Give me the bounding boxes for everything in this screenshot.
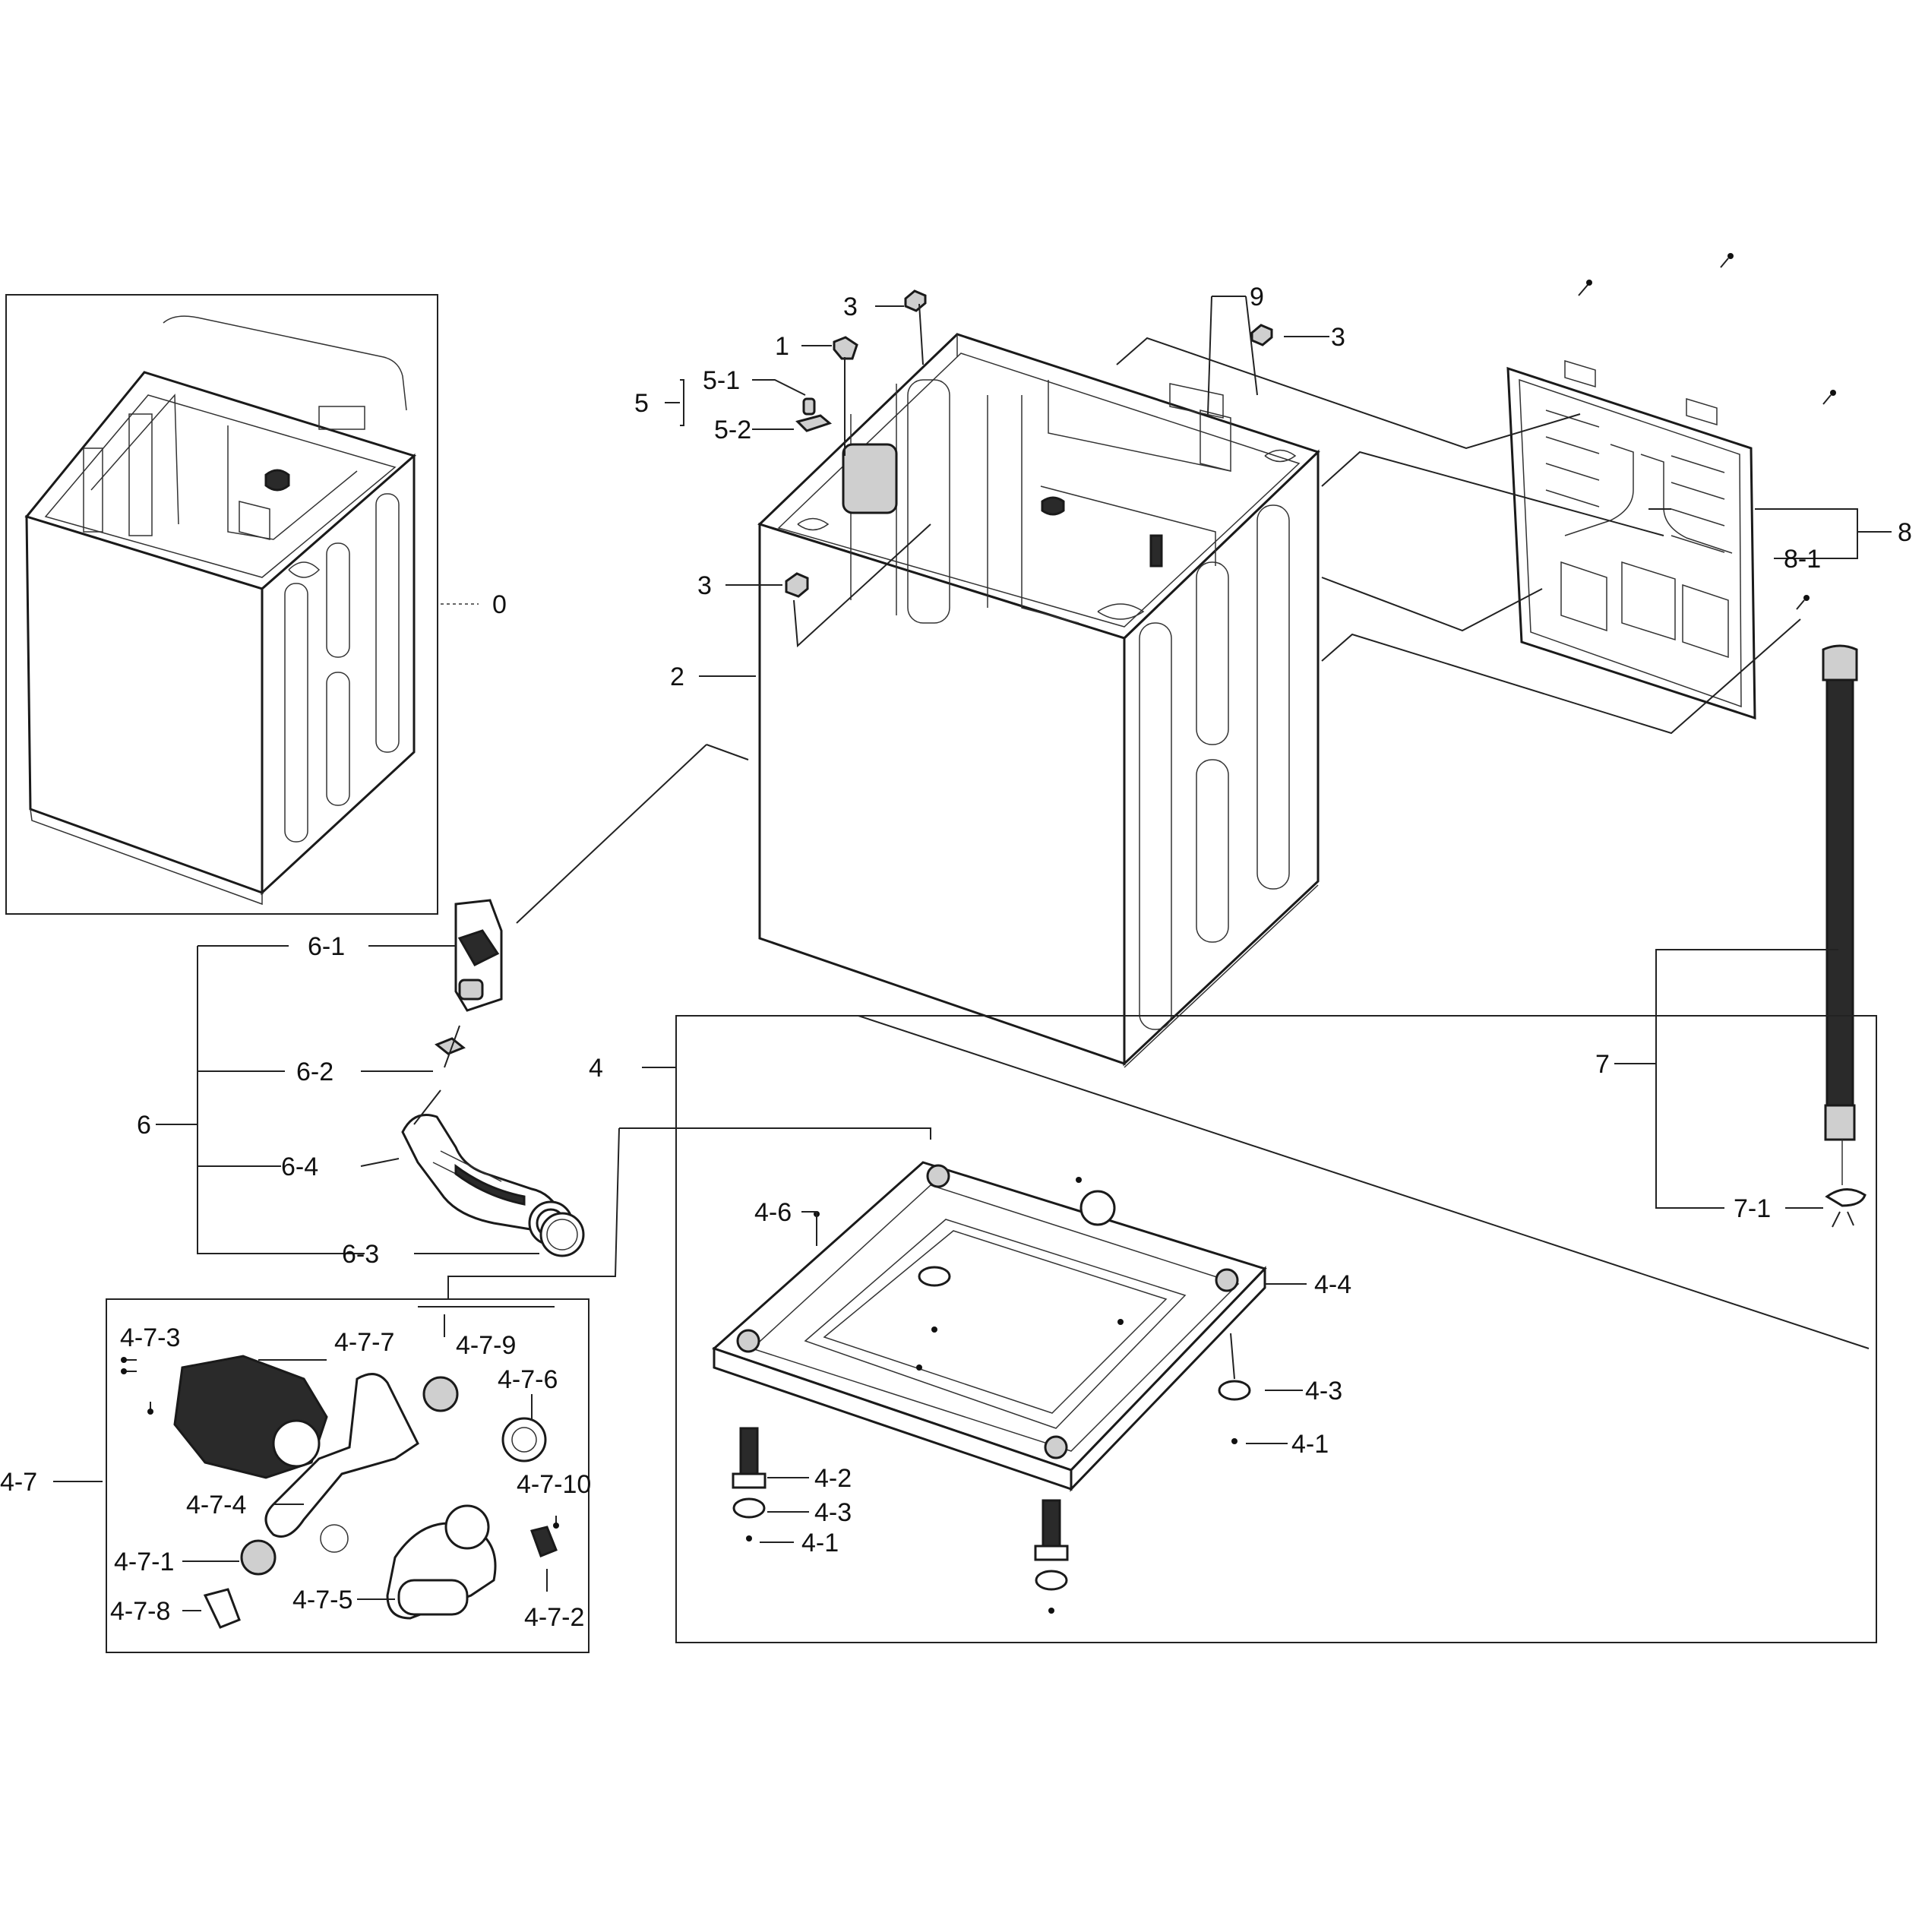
label-part-9: 9 [1250,283,1264,311]
label-part-4-7-10: 4-7-10 [517,1470,591,1499]
label-part-4-7-9: 4-7-9 [456,1331,516,1360]
label-part-4-7: 4-7 [0,1468,37,1497]
label-part-5-2: 5-2 [714,416,751,444]
label-part-2: 2 [670,662,684,691]
label-part-4-7-4: 4-7-4 [186,1491,246,1519]
bracket-part-1 [833,336,858,360]
label-part-4-6: 4-6 [754,1198,792,1227]
pump-assembly-part-4-7 [106,1298,590,1653]
filter-part-4-7-8 [203,1588,241,1629]
label-part-6-3: 6-3 [342,1240,379,1269]
foot-part-4-3-back [918,1266,951,1287]
label-part-4-2: 4-2 [814,1464,852,1493]
part-labels: 0 1 2 3 3 3 4 4-1 4-1 4-2 4-3 4-3 4-4 4-… [0,283,1912,1632]
label-part-1: 1 [775,332,789,361]
label-part-5-1: 5-1 [703,366,740,395]
label-part-4-7-6: 4-7-6 [498,1365,558,1394]
label-part-4-1-left: 4-1 [801,1529,839,1557]
label-part-0: 0 [492,590,507,619]
screw-part-8-1-c [1822,390,1836,405]
label-part-7: 7 [1595,1050,1610,1079]
bracket-part-3-right [1250,324,1273,346]
label-part-4-7-3: 4-7-3 [120,1323,180,1352]
foot-part-4-3-left [732,1497,766,1519]
clip-part-6-2 [435,1037,466,1055]
screw-part-8-1-d [1796,595,1810,610]
label-part-8-1: 8-1 [1784,545,1821,574]
cap-part-4-7-1 [240,1539,277,1576]
label-part-8: 8 [1898,518,1912,547]
feet-parts [732,1177,1251,1614]
bracket-part-3-left [785,572,809,598]
screw-part-8-1-a [1578,280,1592,296]
back-panel-part-8 [1506,253,1836,720]
cap-part-4-7-9 [422,1376,459,1412]
leg-part-4-2-left [739,1427,759,1475]
leg-part-4-2-right [1042,1499,1061,1548]
label-part-3-top: 3 [843,292,858,321]
label-part-4-3-left: 4-3 [814,1498,852,1527]
label-part-4: 4 [589,1054,603,1083]
label-part-6-2: 6-2 [296,1058,333,1086]
label-part-7-1: 7-1 [1734,1194,1771,1223]
label-part-6: 6 [137,1111,151,1140]
bracket-part-3-top [904,289,927,312]
pin-part-5-1 [802,397,816,416]
foot-part-4-3-right [1035,1570,1068,1591]
seal-part-4-7-6 [501,1417,547,1462]
label-part-4-7-8: 4-7-8 [110,1597,170,1626]
label-part-4-4: 4-4 [1314,1270,1351,1299]
bracket-part-4-7-4 [264,1373,419,1538]
label-part-4-7-2: 4-7-2 [524,1603,584,1632]
top-brackets [785,289,1273,598]
label-part-3-right: 3 [1331,323,1345,352]
cabinet-part-2 [757,333,1320,1068]
drain-hose-parts-part-6 [401,899,585,1257]
leader-lines [53,296,1892,1611]
label-part-6-1: 6-1 [308,932,345,961]
label-part-4-7-1: 4-7-1 [114,1548,174,1576]
label-part-4-7-5: 4-7-5 [292,1586,352,1614]
assembled-cabinet-view [5,294,438,915]
label-part-4-1-right: 4-1 [1291,1430,1329,1459]
sensor-part-4-7-2 [530,1526,558,1557]
plate-part-5-2 [795,414,833,432]
label-part-5: 5 [634,389,649,418]
base-frame-part-4 [675,1015,1877,1643]
foot-part-4-3-side [1218,1380,1251,1401]
screw-part-8-1-b [1720,253,1734,268]
clamp-part-7-1 [1825,1188,1867,1207]
label-part-4-7-7: 4-7-7 [334,1328,394,1357]
hose-part-7 [1822,644,1867,1228]
label-part-3-left: 3 [697,571,712,600]
label-part-4-3-right: 4-3 [1305,1377,1342,1406]
label-part-6-4: 6-4 [281,1153,318,1181]
